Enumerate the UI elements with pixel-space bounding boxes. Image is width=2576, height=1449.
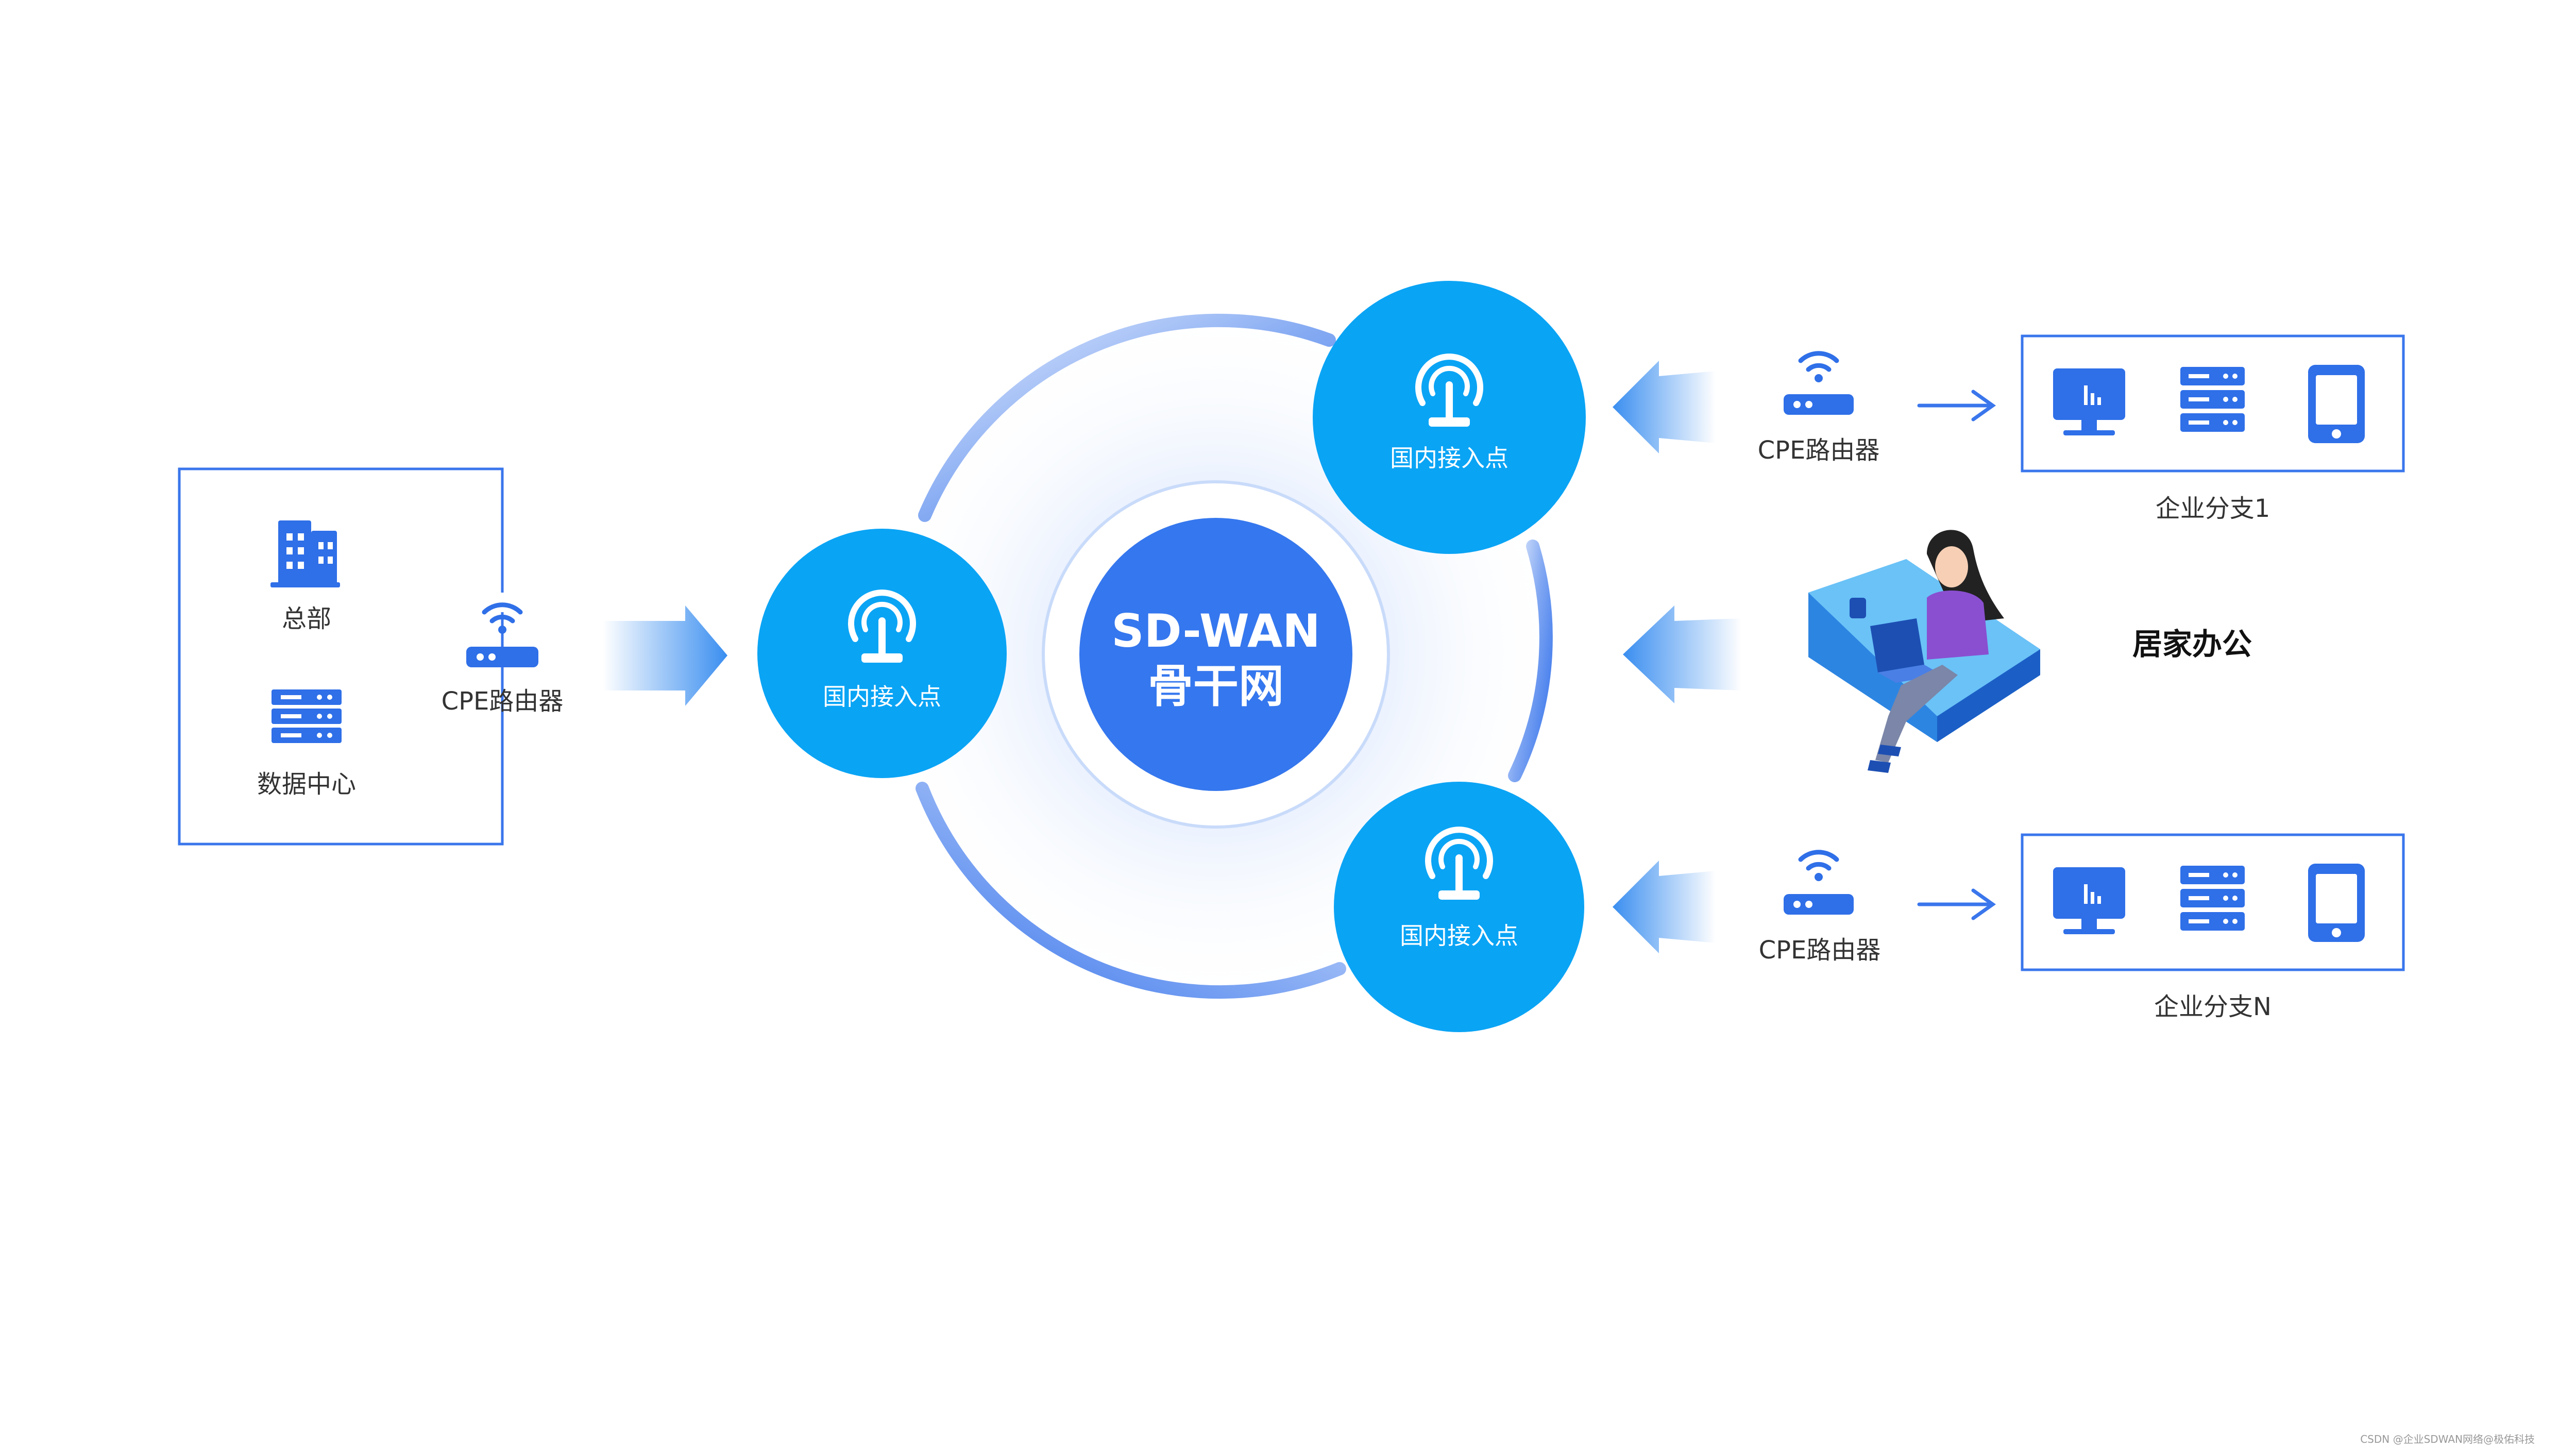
- branch-1-box: [2021, 334, 2405, 473]
- branch-1-caption: 企业分支1: [2156, 494, 2270, 523]
- access-point-bottom-label: 国内接入点: [1400, 922, 1518, 950]
- branch-n-router-label: CPE路由器: [1759, 936, 1881, 965]
- core-title-line2: 骨干网: [1148, 660, 1284, 713]
- monitor-icon: [2053, 368, 2125, 435]
- server-icon: [272, 689, 342, 743]
- orbit-arc-top: [918, 313, 1336, 522]
- branch-1-router-label: CPE路由器: [1758, 436, 1880, 465]
- hq-router-label: CPE路由器: [442, 687, 564, 716]
- server-icon: [2180, 866, 2245, 931]
- access-point-left-label: 国内接入点: [823, 683, 941, 711]
- hq-label: 总部: [282, 604, 331, 633]
- arrow-right-small-icon: [1917, 390, 1996, 422]
- arrow-right-small-icon: [1917, 888, 1996, 920]
- hq-group: 总部 数据中心 CPE路由器: [178, 467, 564, 846]
- home-office-label: 居家办公: [2132, 627, 2252, 662]
- home-office-illustration: [1808, 530, 2040, 773]
- watermark: CSDN @企业SDWAN网络@极佑科技: [2360, 1433, 2535, 1445]
- branch-n-caption: 企业分支N: [2154, 992, 2272, 1021]
- access-point-bottom: 国内接入点: [1334, 782, 1584, 1032]
- building-icon: [270, 520, 340, 587]
- antenna-icon: [1425, 827, 1493, 900]
- router-icon: [1784, 850, 1854, 915]
- core-title-line1: SD-WAN: [1111, 604, 1320, 658]
- server-icon: [2180, 367, 2245, 432]
- home-office-group: 居家办公: [1808, 530, 2252, 773]
- core-circle: [1079, 518, 1352, 791]
- arrow-left-icon: [1613, 861, 1716, 953]
- arrow-right-icon: [603, 605, 727, 706]
- phone-icon: [2308, 864, 2365, 942]
- router-icon: [1784, 351, 1854, 415]
- phone-icon: [2308, 365, 2365, 443]
- router-icon: [466, 602, 538, 667]
- orbit-arc-bottom: [916, 782, 1346, 999]
- hq-box-frame: [178, 467, 504, 846]
- antenna-icon: [1415, 353, 1483, 427]
- monitor-icon: [2053, 867, 2125, 934]
- arrow-left-icon: [1613, 361, 1716, 453]
- datacenter-label: 数据中心: [257, 770, 356, 799]
- antenna-icon: [848, 589, 916, 663]
- branch-1-group: CPE路由器 企业分支: [1758, 334, 2405, 523]
- arrow-left-icon: [1623, 605, 1741, 703]
- branch-n-group: CPE路由器 企业分支N: [1759, 833, 2405, 1021]
- branch-n-box: [2021, 833, 2405, 971]
- access-point-top: 国内接入点: [1313, 281, 1586, 554]
- orbit-arc-right: [1508, 540, 1553, 782]
- access-point-top-label: 国内接入点: [1390, 444, 1509, 472]
- access-point-left: 国内接入点: [757, 529, 1007, 778]
